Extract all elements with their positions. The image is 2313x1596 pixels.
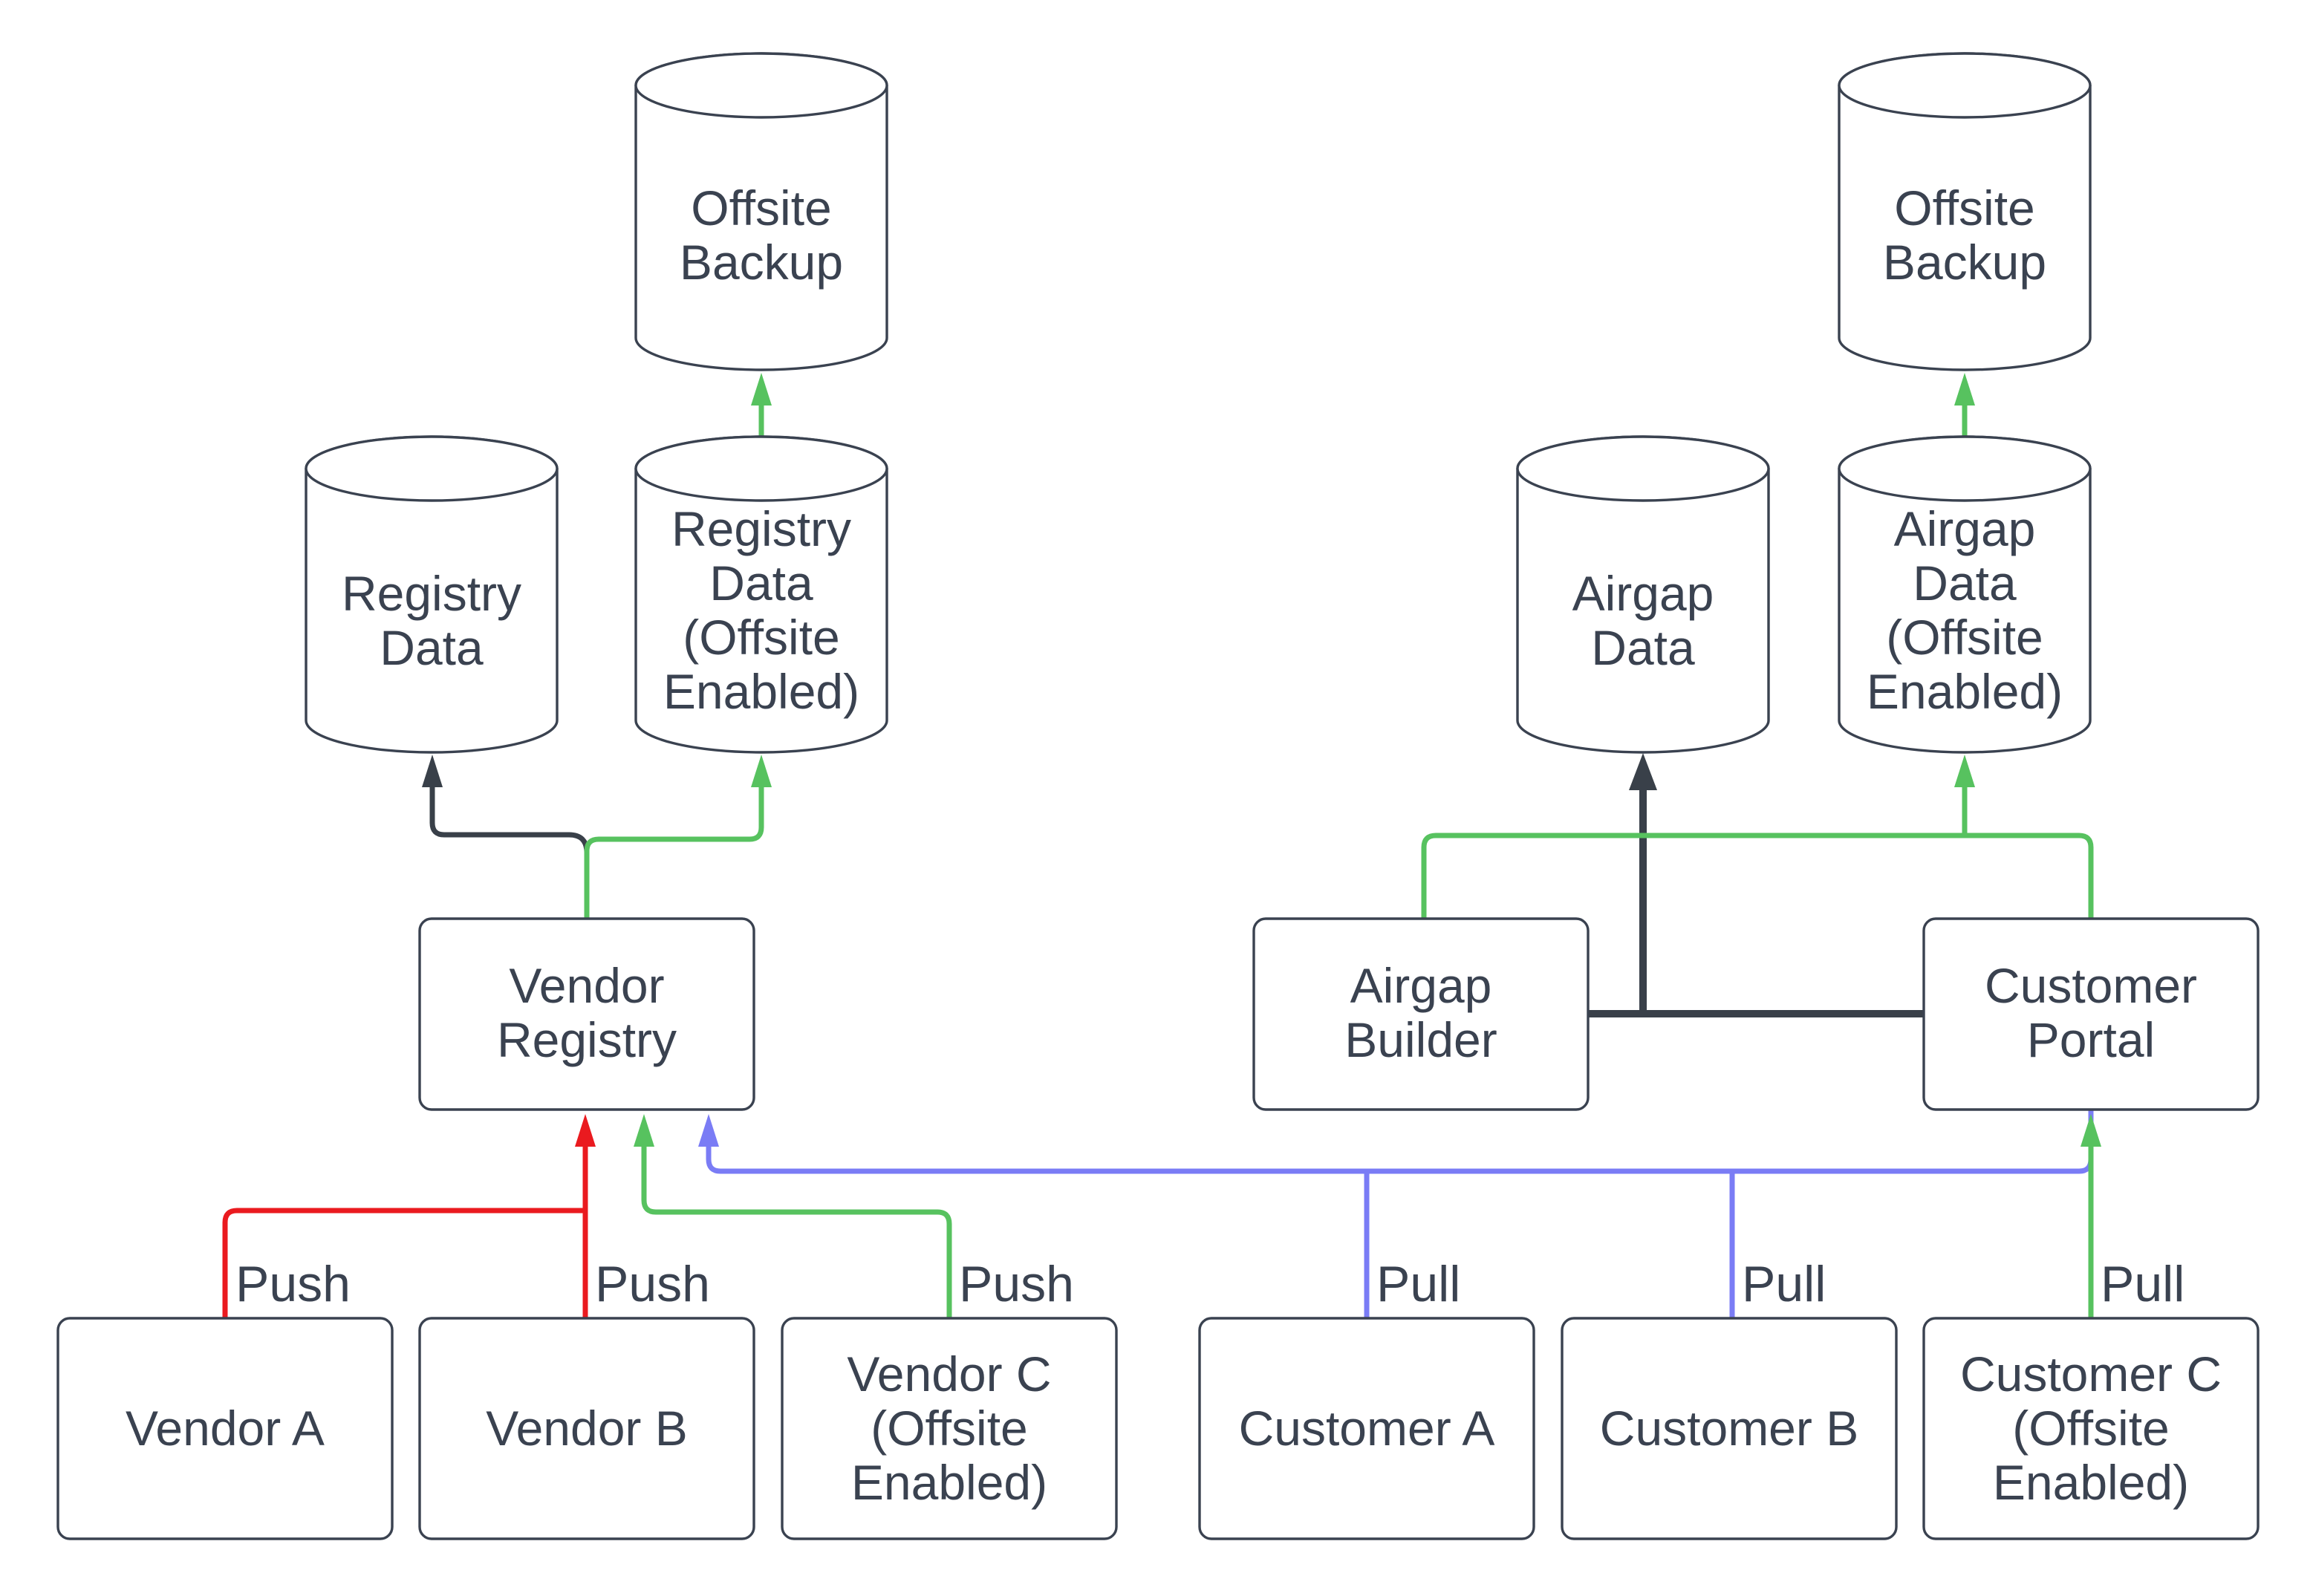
node-label-line: Airgap — [1350, 958, 1492, 1013]
cylinder-top-ellipse — [1838, 52, 2092, 119]
node-label-line: Data — [380, 620, 484, 675]
node-label-line: Data — [1591, 620, 1695, 675]
edge-label-pull-b: Pull — [1742, 1256, 1826, 1312]
node-label-line: Airgap — [1572, 566, 1714, 621]
node-label-line: Airgap — [1894, 501, 2036, 556]
node-label-line: Customer A — [1239, 1401, 1495, 1456]
node-label-line: Registry — [671, 501, 851, 556]
node-label-line: Vendor A — [126, 1401, 325, 1456]
node-label-line: (Offsite — [683, 610, 840, 665]
arrowhead-registrydata — [422, 755, 443, 787]
node-registry-data-offsite: Registry Data (Offsite Enabled) — [634, 435, 888, 754]
node-label-line: Data — [1913, 556, 2017, 610]
node-offsite-backup-left: Offsite Backup — [634, 52, 888, 371]
node-label-line: Customer C — [1960, 1346, 2222, 1401]
edge-registry-to-registrydata — [429, 787, 590, 853]
node-airgap-data: Airgap Data — [1516, 435, 1770, 754]
arrowhead-airgap-data-offsite — [1954, 755, 1975, 787]
node-label-line: Vendor C — [847, 1346, 1051, 1401]
cylinder-top-ellipse — [305, 435, 559, 502]
node-customer-b: Customer B — [1561, 1317, 1898, 1540]
node-airgap-data-offsite: Airgap Data (Offsite Enabled) — [1838, 435, 2092, 754]
node-label-line: Enabled) — [1993, 1455, 2189, 1510]
edge-vendor-a-push — [222, 1208, 585, 1318]
edge-registry-to-registrydata-offsite — [584, 787, 764, 919]
arrowhead-registry-pull — [698, 1114, 719, 1147]
node-label-line: Vendor — [509, 958, 664, 1013]
node-registry-data: Registry Data — [305, 435, 559, 754]
cylinder-top-ellipse — [634, 52, 888, 119]
node-customer-a: Customer A — [1198, 1317, 1535, 1540]
edge-label-push-c: Push — [959, 1256, 1074, 1312]
node-label-line: (Offsite — [2012, 1401, 2170, 1456]
node-label-line: Customer — [1985, 958, 2197, 1013]
node-airgap-builder: Airgap Builder — [1252, 917, 1590, 1111]
node-customer-portal: Customer Portal — [1922, 917, 2260, 1111]
cylinder-top-ellipse — [634, 435, 888, 502]
edge-label-push-a: Push — [235, 1256, 351, 1312]
edge-label-pull-a: Pull — [1376, 1256, 1460, 1312]
node-vendor-registry: Vendor Registry — [418, 917, 755, 1111]
node-label-line: Vendor B — [486, 1401, 688, 1456]
cylinder-top-ellipse — [1838, 435, 2092, 502]
node-label-line: Data — [709, 556, 813, 610]
node-label-line: Enabled) — [851, 1455, 1047, 1510]
arrowhead-vendor-c-push — [634, 1114, 654, 1147]
node-label-line: Registry — [342, 566, 521, 621]
arrowhead-offsite-backup-left — [751, 373, 772, 405]
node-label-line: Registry — [497, 1012, 677, 1067]
edge-label-push-b: Push — [595, 1256, 710, 1312]
edge-portal-to-builder — [1421, 833, 2094, 919]
node-label-line: Enabled) — [1867, 664, 2063, 719]
edge-portal-to-registry-pull — [706, 1110, 2094, 1174]
node-label-line: Customer B — [1600, 1401, 1858, 1456]
node-label-line: (Offsite — [871, 1401, 1028, 1456]
arrowhead-customer-c-pull — [2081, 1114, 2101, 1147]
cylinder-top-ellipse — [1516, 435, 1770, 502]
node-vendor-a: Vendor A — [56, 1317, 394, 1540]
node-label-line: Portal — [2027, 1012, 2155, 1067]
node-label-line: Offsite — [1894, 180, 2035, 235]
node-offsite-backup-right: Offsite Backup — [1838, 52, 2092, 371]
edge-label-pull-c: Pull — [2101, 1256, 2184, 1312]
node-customer-c: Customer C (Offsite Enabled) — [1922, 1317, 2260, 1540]
edge-vendor-c-push — [641, 1147, 952, 1318]
node-label-line: Enabled) — [663, 664, 859, 719]
arrowhead-registrydata-offsite — [751, 755, 772, 787]
node-label-line: Backup — [1883, 235, 2046, 290]
node-vendor-c: Vendor C (Offsite Enabled) — [781, 1317, 1118, 1540]
node-vendor-b: Vendor B — [418, 1317, 755, 1540]
node-label-line: (Offsite — [1886, 610, 2043, 665]
arrowhead-vendor-push — [575, 1114, 596, 1147]
node-label-line: Backup — [680, 235, 843, 290]
arrowhead-airgap-data — [1629, 753, 1657, 790]
node-label-line: Builder — [1344, 1012, 1497, 1067]
node-label-line: Offsite — [691, 180, 832, 235]
arrowhead-offsite-backup-right — [1954, 373, 1975, 405]
